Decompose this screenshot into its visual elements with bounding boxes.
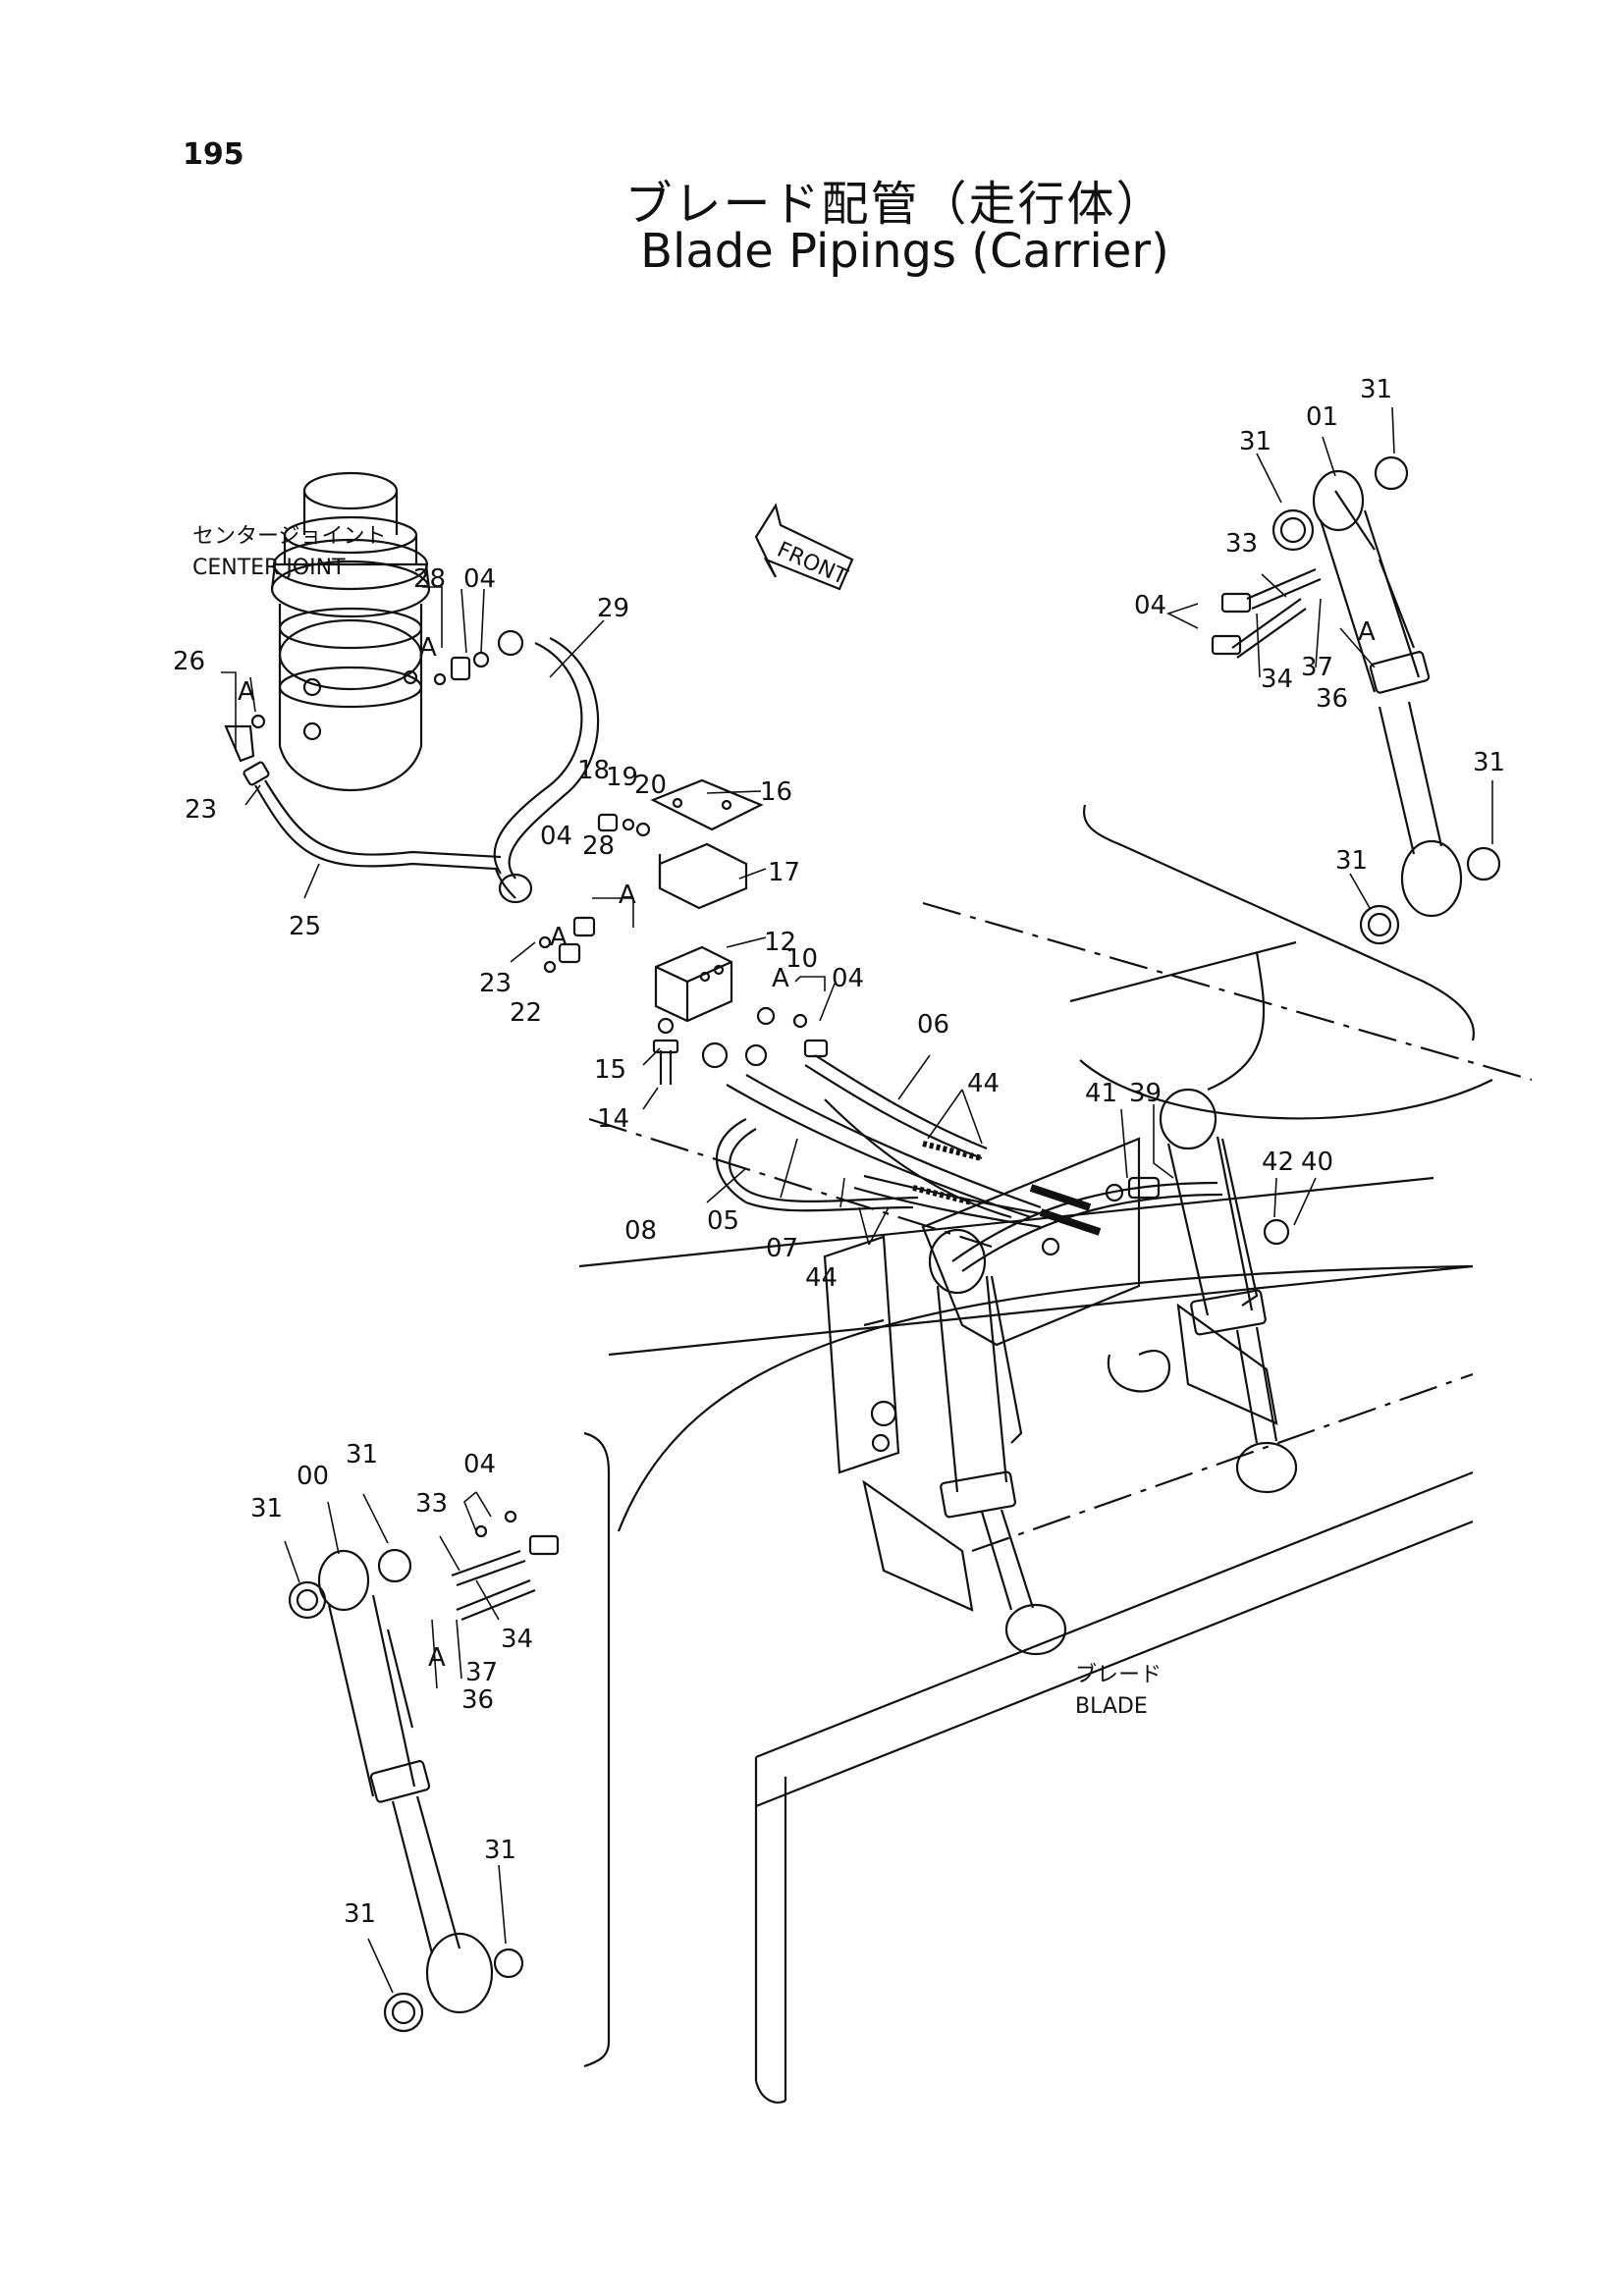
part-37-ll: 37 <box>465 1658 498 1687</box>
part-07: 07 <box>766 1234 798 1263</box>
bracket-16 <box>650 778 764 831</box>
title-japanese: ブレード配管（走行体） <box>624 177 1165 232</box>
center-joint <box>270 471 431 792</box>
part-19: 19 <box>606 763 638 792</box>
bolt-14 <box>652 1039 679 1085</box>
part-04-ur: 04 <box>1134 591 1166 620</box>
part-31-ur-b: 31 <box>1239 427 1271 456</box>
blade-jp-label: ブレード <box>1075 1663 1162 1687</box>
part-29: 29 <box>597 594 629 623</box>
bracket-17 <box>658 842 748 910</box>
part-23-mid: 23 <box>479 969 512 998</box>
detail-a-mid: A <box>619 881 636 910</box>
part-04-top: 04 <box>463 564 496 594</box>
part-16: 16 <box>760 777 792 807</box>
detail-leader <box>1082 804 1475 1041</box>
part-39: 39 <box>1129 1079 1162 1108</box>
part-04-valve: 04 <box>832 964 864 993</box>
page-number: 195 <box>183 137 244 172</box>
detail-bracket <box>583 1431 611 2068</box>
part-31-ll-d: 31 <box>344 1899 376 1929</box>
part-44-top: 44 <box>967 1069 1000 1098</box>
center-joint-jp-label: センタージョイント <box>192 524 387 549</box>
part-06: 06 <box>917 1010 949 1040</box>
part-37-ur: 37 <box>1301 653 1333 682</box>
part-44-bottom: 44 <box>805 1263 838 1293</box>
part-41: 41 <box>1085 1079 1117 1108</box>
part-31-ur-d: 31 <box>1335 846 1368 876</box>
bolt-40-washer-42 <box>1263 1218 1290 1246</box>
blade-en-label: BLADE <box>1075 1694 1148 1719</box>
part-18: 18 <box>577 756 610 785</box>
adapters-22-28 <box>538 916 596 974</box>
part-34-ur: 34 <box>1261 665 1293 694</box>
frame <box>823 1137 1278 1612</box>
cross-pipe <box>951 1176 1223 1272</box>
part-31-ll-c: 31 <box>484 1836 516 1865</box>
part-26: 26 <box>173 647 205 676</box>
front-label: FRONT <box>774 538 851 591</box>
part-31-ur-c: 31 <box>1473 748 1505 777</box>
part-15: 15 <box>594 1055 626 1085</box>
part-33-ll: 33 <box>415 1489 448 1519</box>
clamp-41 <box>1105 1183 1124 1202</box>
right-detail-cylinder <box>1211 455 1501 945</box>
oring-19 <box>622 818 635 831</box>
leader-lines <box>221 406 1493 1994</box>
valve-block-12 <box>654 945 733 1023</box>
part-10: 10 <box>785 944 818 974</box>
part-23-left: 23 <box>185 795 217 825</box>
title-english: Blade Pipings (Carrier) <box>640 224 1169 279</box>
part-33-ur: 33 <box>1225 529 1258 559</box>
part-12: 12 <box>764 928 796 957</box>
part-36-ur: 36 <box>1316 684 1348 714</box>
part-34-ll: 34 <box>501 1625 533 1654</box>
detail-a-low: A <box>550 923 568 952</box>
adapter-18 <box>597 813 619 832</box>
pipe-25 <box>243 761 516 899</box>
part-08: 08 <box>624 1216 657 1246</box>
part-36-ll: 36 <box>461 1685 494 1715</box>
detail-a-top: A <box>419 633 437 663</box>
hose-bundle <box>701 1006 1102 1236</box>
oring-20 <box>635 822 651 837</box>
part-14: 14 <box>597 1104 629 1134</box>
blade <box>754 1372 1474 2104</box>
left-detail-cylinder <box>288 1510 560 2033</box>
right-cylinder-main <box>1159 1088 1298 1494</box>
part-28-top: 28 <box>413 564 446 594</box>
detail-a-valve: A <box>772 964 789 993</box>
detail-a-ll: A <box>428 1643 446 1673</box>
part-22: 22 <box>510 998 542 1028</box>
washer-15 <box>657 1017 675 1035</box>
front-arrow-icon <box>754 503 854 591</box>
detail-a-left: A <box>238 677 255 707</box>
part-31-ll-b: 31 <box>250 1494 283 1523</box>
part-01: 01 <box>1306 402 1338 432</box>
center-joint-en-label: CENTER JOINT <box>192 556 346 580</box>
hose-29 <box>493 629 600 904</box>
detail-a-ur: A <box>1358 617 1376 647</box>
machine-outline <box>578 901 1533 1532</box>
part-28-mid: 28 <box>582 831 615 861</box>
part-20: 20 <box>634 771 667 800</box>
part-40: 40 <box>1301 1148 1333 1177</box>
part-00: 00 <box>297 1462 329 1491</box>
part-17: 17 <box>768 858 800 887</box>
part-31-ur-a: 31 <box>1360 375 1392 404</box>
left-cylinder-main <box>928 1228 1067 1656</box>
part-25: 25 <box>289 912 321 941</box>
part-31-ll-a: 31 <box>346 1440 378 1469</box>
part-05: 05 <box>707 1206 739 1236</box>
part-42: 42 <box>1262 1148 1294 1177</box>
part-04-ll: 04 <box>463 1450 496 1479</box>
part-04-mid: 04 <box>540 822 572 851</box>
